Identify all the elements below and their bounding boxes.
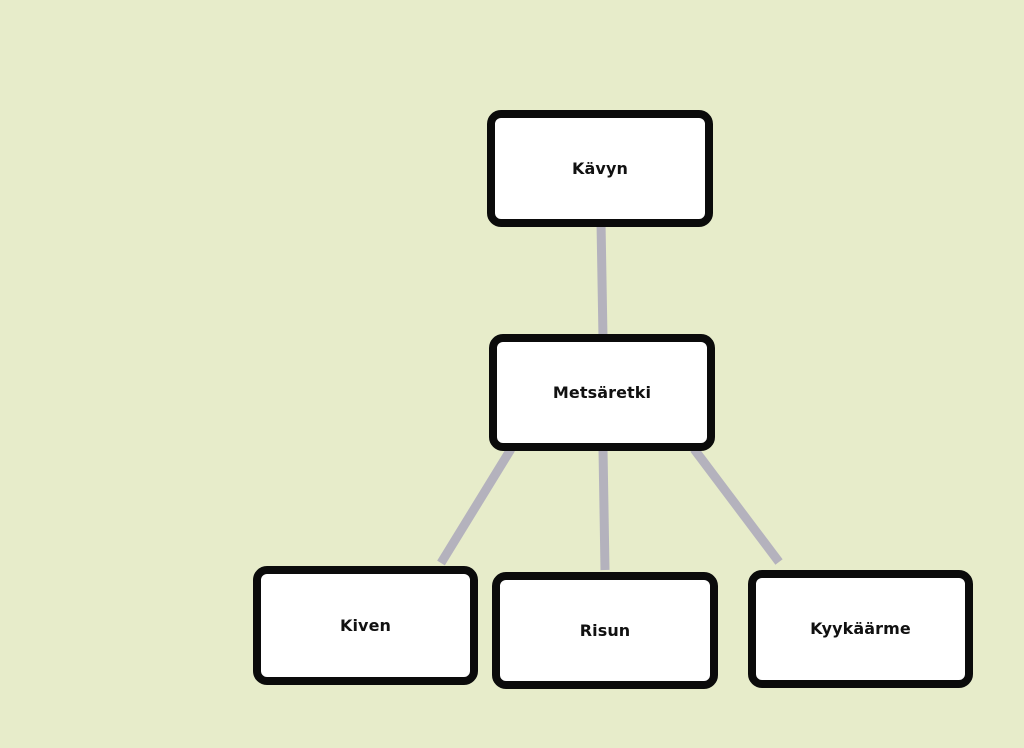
node-risun[interactable]: Risun — [492, 572, 718, 689]
node-metsaretki[interactable]: Metsäretki — [489, 334, 715, 451]
node-kyykaarme[interactable]: Kyykäärme — [748, 570, 973, 688]
node-label-risun: Risun — [579, 620, 631, 640]
edge-metsaretki-kyykaarme — [690, 446, 783, 565]
node-kiven[interactable]: Kiven — [253, 566, 478, 685]
node-label-metsaretki: Metsäretki — [552, 382, 652, 402]
edge-kavyn-metsaretki — [596, 221, 608, 339]
edge-metsaretki-kiven — [437, 446, 515, 566]
edge-metsaretki-risun — [598, 448, 610, 571]
node-kavyn[interactable]: Kävyn — [487, 110, 713, 227]
node-label-kavyn: Kävyn — [572, 158, 628, 178]
node-label-kiven: Kiven — [339, 615, 392, 635]
node-label-kyykaarme: Kyykäärme — [810, 619, 911, 639]
